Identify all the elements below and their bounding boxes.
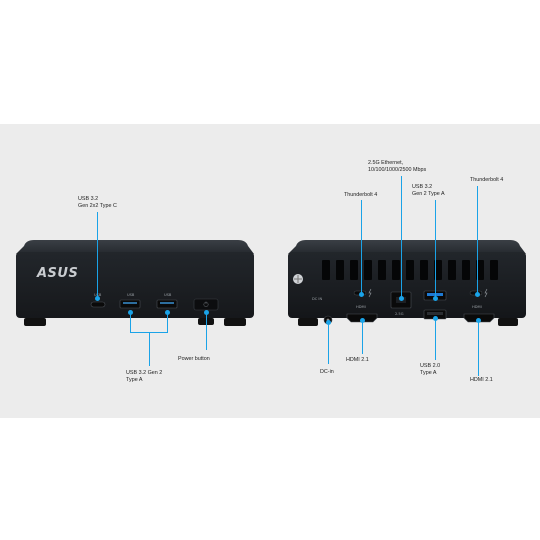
- asus-logo: ASUS: [36, 266, 78, 281]
- leader-usba-down: [149, 332, 150, 366]
- label-usba: USB 3.2 Gen 2 Type A: [126, 370, 163, 383]
- front-foot-left: [24, 318, 46, 326]
- front-device: ASUS USB USB USB: [16, 240, 254, 326]
- leader-tb4-right: [477, 186, 478, 294]
- leader-tb4-left: [361, 200, 362, 294]
- usba-left-tongue: [123, 302, 137, 304]
- leader-usbc: [97, 212, 98, 298]
- label-hdmi-left: HDMI 2.1: [346, 357, 369, 363]
- leader-dot-hdmi-left: [360, 318, 365, 323]
- label-tb4-left: Thunderbolt 4: [344, 192, 378, 198]
- vent-grille: [322, 260, 498, 280]
- leader-usb20: [435, 318, 436, 360]
- leader-ethernet: [401, 176, 402, 298]
- tb4-right-icon: [484, 288, 488, 298]
- usba-right-port-marking: USB: [164, 293, 172, 297]
- leader-dc-in: [328, 322, 329, 364]
- leader-dot-usba-left: [128, 310, 133, 315]
- label-hdmi-right: HDMI 2.1: [470, 377, 493, 383]
- tb4-left-icon: [368, 288, 372, 298]
- leader-dot-power: [204, 310, 209, 315]
- leader-dot-hdmi-right: [476, 318, 481, 323]
- label-usb20: USB 2.0 Type A: [420, 363, 441, 376]
- front-foot-right: [224, 318, 246, 326]
- leader-dot-usbc: [95, 296, 100, 301]
- leader-usba-left: [130, 312, 131, 332]
- usba-right-tongue: [160, 302, 174, 304]
- leader-dot-usba-right: [165, 310, 170, 315]
- leader-dot-dc-in: [326, 320, 331, 325]
- label-tb4-right: Thunderbolt 4: [470, 177, 504, 183]
- leader-hdmi-right: [478, 320, 479, 376]
- leader-hdmi-left: [362, 320, 363, 354]
- label-power: Power button: [178, 356, 210, 362]
- dc-port-marking: DC IN: [312, 297, 322, 301]
- leader-dot-tb4-right: [475, 292, 480, 297]
- label-dc-in: DC-in: [320, 369, 334, 375]
- label-usbc: USB 3.2 Gen 2x2 Type C: [78, 196, 117, 209]
- hdmi-left-marking: HDMI: [356, 305, 366, 309]
- leader-dot-usb20: [433, 316, 438, 321]
- leader-dot-ethernet: [399, 296, 404, 301]
- leader-power: [206, 312, 207, 350]
- label-ethernet: 2.5G Ethernet, 10/100/1000/2500 Mbps: [368, 160, 427, 173]
- front-top-surface: [16, 240, 254, 254]
- leader-usb32-typea: [435, 200, 436, 298]
- ethernet-speed-marking: 2.5G: [395, 312, 404, 316]
- power-button: [193, 298, 219, 311]
- leader-dot-usb32-typea: [433, 296, 438, 301]
- usbc-port: [90, 301, 106, 308]
- usba-left-port-marking: USB: [127, 293, 135, 297]
- leader-dot-tb4-left: [359, 292, 364, 297]
- hdmi-right-marking: HDMI: [472, 305, 482, 309]
- rear-top-surface: [288, 240, 526, 254]
- leader-usba-right: [167, 312, 168, 332]
- label-usb32-typea: USB 3.2 Gen 2 Type A: [412, 184, 445, 197]
- rear-device: DC IN HDMI 2.5G HDMI: [288, 240, 526, 326]
